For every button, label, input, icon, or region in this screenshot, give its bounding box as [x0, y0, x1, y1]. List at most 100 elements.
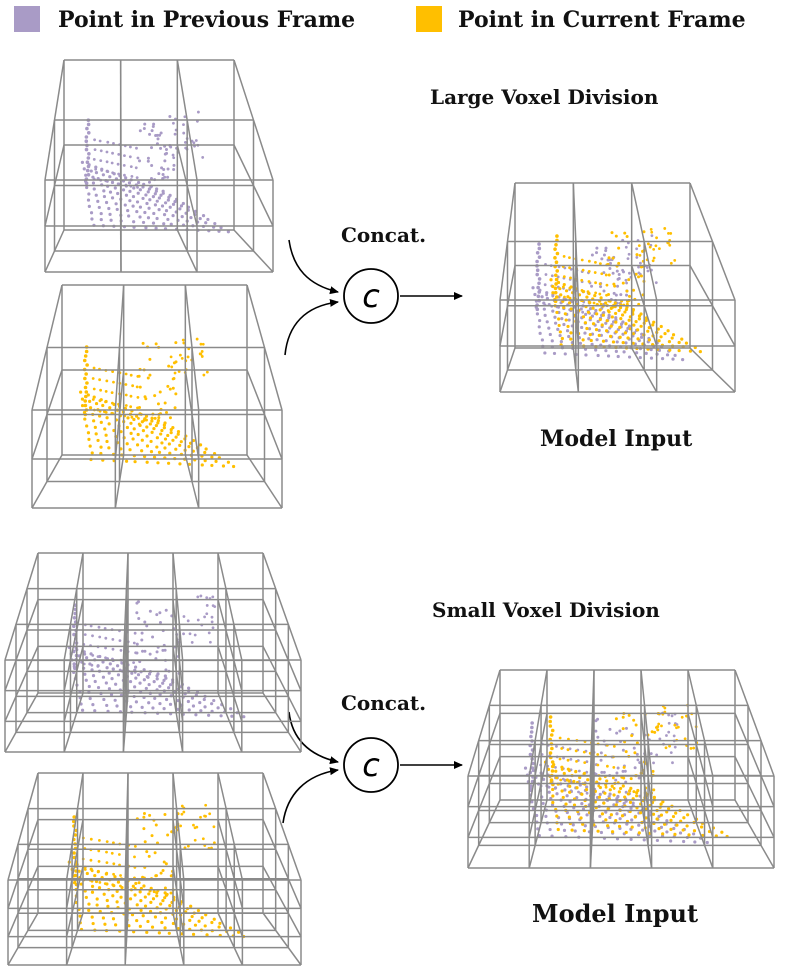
point [143, 210, 147, 215]
point [597, 784, 601, 788]
point [632, 790, 636, 794]
point [617, 790, 621, 794]
point [587, 327, 592, 331]
point [188, 918, 192, 922]
point [112, 862, 116, 866]
point [616, 354, 620, 359]
point [105, 439, 109, 444]
point [720, 830, 724, 834]
point [564, 802, 568, 806]
point [568, 286, 572, 290]
point [160, 920, 164, 925]
point [137, 881, 141, 885]
point [199, 815, 202, 819]
point [575, 786, 579, 790]
point [182, 341, 186, 345]
point [131, 437, 135, 441]
point [107, 671, 111, 675]
point [102, 189, 106, 193]
point [166, 167, 170, 171]
point [137, 616, 141, 620]
voxel-block-current-small [7, 772, 302, 966]
point [105, 861, 109, 864]
point [125, 425, 130, 430]
point [143, 840, 147, 844]
point [133, 685, 137, 689]
point [557, 323, 561, 328]
point [608, 792, 612, 796]
point [673, 723, 677, 727]
point [84, 372, 88, 376]
point [151, 706, 155, 710]
point [598, 792, 602, 796]
point [540, 295, 544, 299]
grid-line [44, 144, 65, 227]
point [192, 141, 196, 145]
point [132, 661, 136, 664]
point [142, 815, 146, 819]
point [551, 284, 555, 289]
point [157, 208, 161, 212]
point [655, 838, 660, 843]
point [145, 460, 149, 464]
point [595, 338, 599, 342]
grid-line [467, 756, 501, 838]
grid-line [528, 669, 548, 777]
point [609, 813, 613, 817]
point [599, 296, 603, 300]
point [229, 707, 233, 711]
point [96, 870, 100, 874]
point [154, 134, 158, 138]
point [85, 656, 89, 660]
point [83, 376, 87, 381]
point [156, 137, 160, 141]
point [176, 429, 181, 434]
point [93, 425, 97, 429]
point [567, 769, 571, 773]
point [625, 289, 629, 293]
grid-line [172, 646, 184, 722]
point [153, 394, 157, 398]
grid-line [172, 552, 184, 661]
point [583, 331, 587, 335]
grid-line [122, 599, 129, 691]
point [652, 795, 656, 799]
point [189, 904, 193, 908]
point [98, 378, 102, 382]
point [649, 356, 654, 360]
point [135, 601, 139, 605]
point [669, 818, 673, 822]
grid-line [217, 599, 243, 691]
point [141, 220, 146, 225]
point [166, 175, 170, 179]
point [214, 459, 218, 463]
point [562, 305, 566, 310]
point [651, 259, 655, 263]
point [169, 355, 173, 359]
point [129, 431, 133, 435]
point [78, 914, 82, 918]
point [194, 139, 198, 142]
point [133, 665, 138, 669]
point [615, 269, 619, 273]
point [200, 350, 204, 353]
point [167, 461, 171, 465]
point [145, 434, 149, 438]
point [129, 405, 133, 409]
point [541, 801, 545, 806]
point [135, 918, 139, 923]
point [146, 190, 150, 194]
point [199, 352, 203, 356]
point [535, 312, 540, 316]
point [193, 826, 197, 830]
point [187, 445, 191, 449]
point [150, 419, 154, 423]
point [642, 230, 646, 234]
point [594, 348, 598, 352]
point [621, 727, 625, 731]
point [535, 268, 540, 273]
point [137, 417, 140, 420]
point [101, 675, 106, 679]
grid-line [262, 772, 302, 881]
point [555, 814, 559, 818]
